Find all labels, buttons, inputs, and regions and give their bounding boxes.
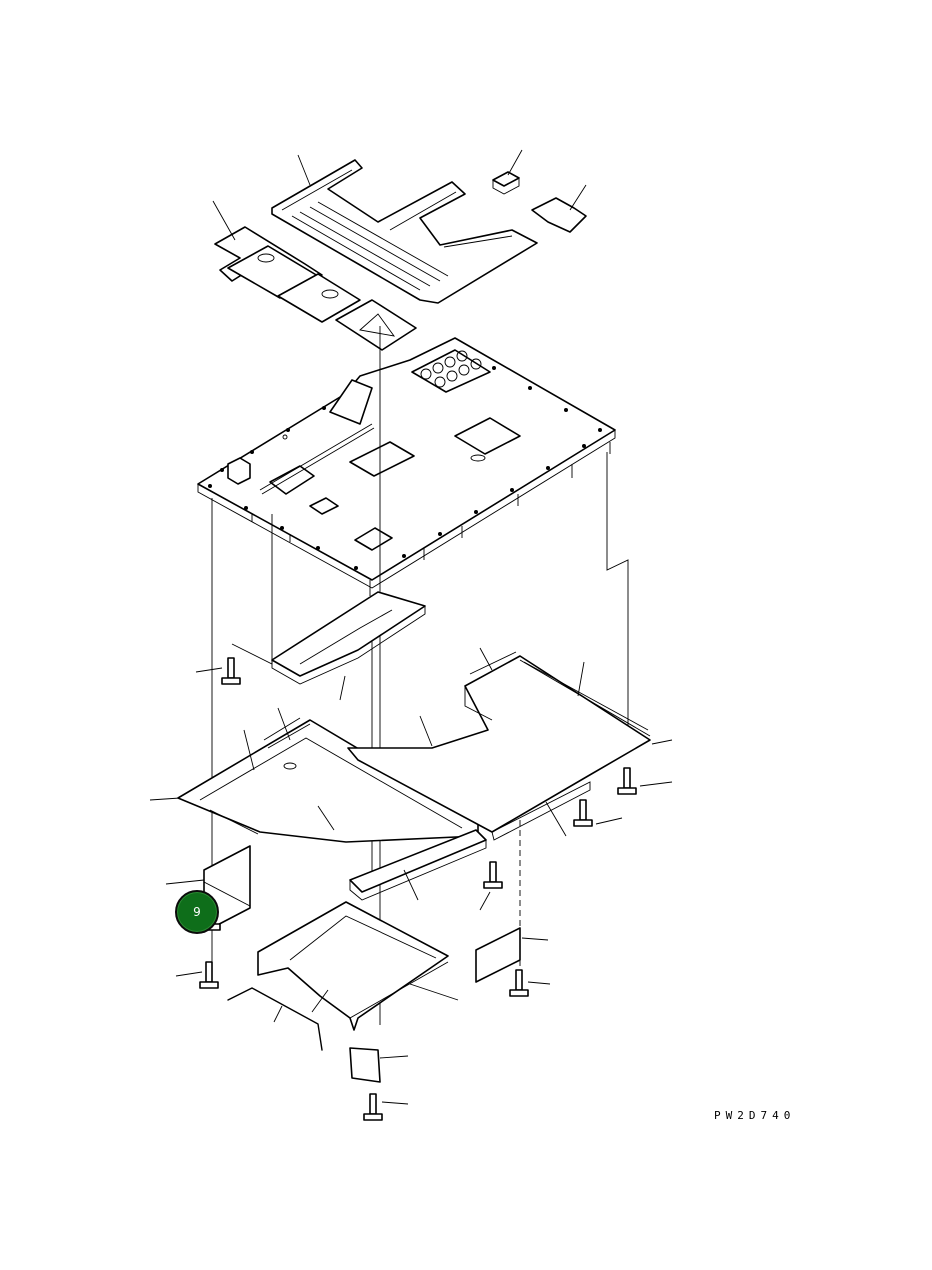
callout-badge[interactable]: 9 <box>175 890 219 934</box>
floor-plate <box>197 337 616 589</box>
bolt <box>573 799 623 827</box>
floor-plate-studs <box>251 442 611 596</box>
bolt <box>175 961 219 989</box>
support-rail <box>349 829 487 901</box>
floor-mat-main <box>271 159 538 304</box>
bolt <box>363 1093 409 1121</box>
bracket-bottom-small <box>349 1047 409 1083</box>
drawing-reference-code: PW2D740 <box>714 1109 796 1122</box>
bent-rod <box>227 987 329 1051</box>
under-cover-right <box>347 647 673 841</box>
floor-mat-left <box>214 226 417 351</box>
small-pad-upper <box>492 171 520 195</box>
bolt <box>617 767 673 795</box>
bolt-set <box>175 657 673 1121</box>
bolt <box>479 861 503 911</box>
bolt <box>195 657 241 685</box>
bracket-right-small <box>475 927 549 983</box>
floor-plate-bolts <box>208 366 602 570</box>
small-pad-t <box>531 197 587 233</box>
air-duct-upper <box>271 591 426 701</box>
air-duct-lower <box>257 901 459 1031</box>
bolt <box>509 969 551 997</box>
